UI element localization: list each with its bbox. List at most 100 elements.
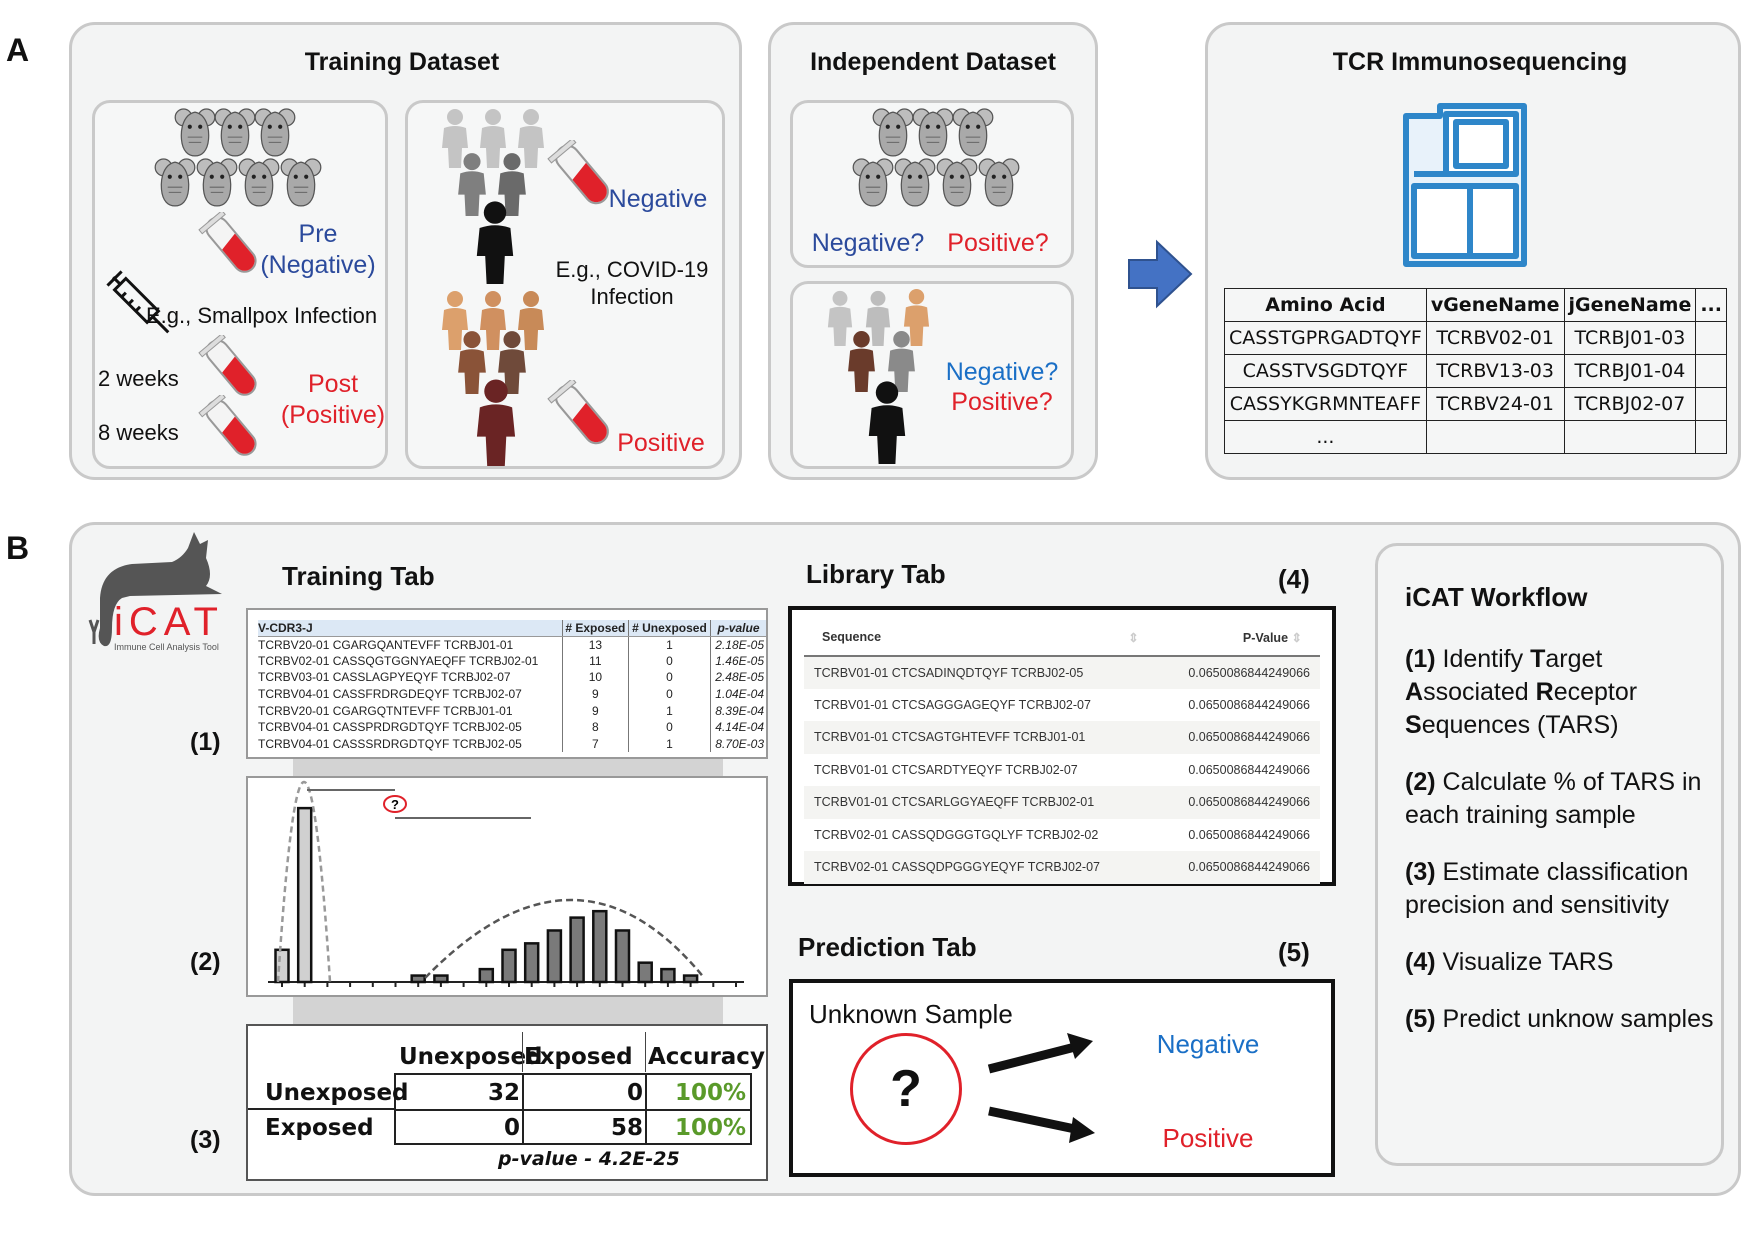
independent-human-positive: Positive? [951,388,1053,416]
sequence-cell: TCRBV01-01 CTCSAGTGHTEVFF TCRBJ01-01 [804,721,1157,754]
accuracy-value: 100% [674,1080,746,1106]
sort-icon[interactable]: ⇕ [1128,631,1139,645]
accuracy-value: 100% [674,1115,746,1141]
tcr-title: TCR Immunosequencing [1332,48,1628,76]
workflow-step-text: T [1530,645,1546,673]
table-cell: 1 [627,636,711,653]
prediction-positive: Positive [1162,1123,1254,1153]
independent-human-negative: Negative? [945,358,1059,386]
table-cell: TCRBV20-01 CGARGQTNTEVFF TCRBJ01-01 [258,703,513,718]
workflow-step-text: Identify [1435,645,1531,673]
independent-dataset-title: Independent Dataset [810,48,1056,76]
sequence-header-label: Sequence [822,630,882,644]
two-weeks-label: 2 weeks [98,366,179,391]
logo-text: iCAT [114,600,224,644]
workflow-step-text: Calculate % of TARS in each training sam… [1405,768,1702,829]
tars-column-header: # Exposed [561,620,629,637]
bar-exposed [569,916,585,984]
mouse-training-box [92,100,388,469]
workflow-step-text: (5) [1405,1005,1436,1033]
workflow-step-text: (1) [1405,645,1436,673]
confusion-matrix: Unexposed Exposed Accuracy Unexposed Exp… [246,1024,768,1181]
panel-label-b: B [6,530,30,566]
bar-exposed [660,967,676,984]
workflow-step-text: eceptor [1553,678,1638,706]
table-cell: TCRBJ01-04 [1563,354,1697,388]
step-1-label: (1) [190,728,221,756]
table-cell: CASSTVSGDTQYF [1224,354,1427,388]
table-cell: 0 [627,685,711,703]
post-positive-label: (Positive) [280,401,386,429]
table-cell: 9 [561,685,629,703]
bar-exposed [682,974,699,984]
sort-icon[interactable]: ⇕ [1291,631,1302,645]
panel-label-a: A [6,32,30,68]
pre-label: Pre [298,220,338,248]
smallpox-infection-label: E.g., Smallpox Infection [146,303,378,328]
workflow-step-text: Predict unknow samples [1435,1005,1714,1033]
workflow-title: iCAT Workflow [1405,582,1588,612]
exposed-fit-curve [424,898,706,979]
table-cell: TCRBV04-01 CASSPRDRGDTQYF TCRBJ02-05 [258,720,522,735]
table-cell: 8.39E-04 [709,702,766,719]
cell-value: 0 [503,1115,520,1141]
workflow-step: (3) Estimate classification precision an… [1405,856,1715,922]
table-cell: 1.46E-05 [709,652,766,670]
bar-unexposed [296,806,313,984]
workflow-step-text: ssociated [1423,678,1536,706]
prediction-negative: Negative [1156,1029,1260,1059]
workflow-step-text: (3) [1405,858,1436,886]
table-cell: 2.48E-05 [709,669,766,686]
sequence-column-header[interactable]: Sequence ⇕ [804,620,1157,657]
threshold-question-icon [383,795,407,813]
training-tab-title: Training Tab [282,561,435,591]
table-cell: 4.14E-04 [709,718,766,736]
library-tab-title: Library Tab [806,559,946,589]
workflow-step-text: A [1405,678,1424,706]
sequence-cell: TCRBV02-01 CASSQDGGGTGQLYF TCRBJ02-02 [814,827,1099,842]
bar-exposed [501,948,517,984]
bar-exposed [433,974,449,984]
table-cell: TCRBV20-01 CGARGQANTEVFF TCRBJ01-01 [258,637,514,652]
workflow-step-text: Estimate classification precision and se… [1405,858,1689,919]
step-2-label: (2) [190,948,221,976]
covid-label: E.g., COVID-19 [555,257,709,282]
table-cell: TCRBV24-01 [1425,387,1565,421]
table-cell: TCRBV02-01 [1425,321,1565,355]
table-cell: 2.18E-05 [709,636,766,653]
cell-value: 58 [610,1115,643,1141]
arrow-icon [987,1033,1093,1074]
syringe-icon [106,270,170,334]
workflow-step: (1) Identify Target Associated Receptor … [1405,643,1715,742]
table-cell: TCRBV04-01 CASSSRDRGDTQYF TCRBJ02-05 [258,736,522,751]
workflow-step-text: equences (TARS) [1421,711,1619,739]
tars-column-header: V-CDR3-J [258,620,563,637]
pvalue-column-header[interactable]: P-Value ⇕ [1156,620,1320,657]
table-cell [1563,420,1697,454]
workflow-step-text: S [1405,711,1422,739]
table-cell [1695,387,1727,421]
pvalue-cell: 0.0650086844249066 [1156,721,1320,754]
workflow-step: (5) Predict unknow samples [1405,1003,1715,1036]
sequence-cell: TCRBV01-01 CTCSAGGGAGEQYF TCRBJ02-07 [814,697,1091,712]
table-cell: 9 [561,702,629,719]
pvalue-cell: 0.0650086844249066 [1156,851,1320,884]
col-header-accuracy: Accuracy [648,1044,765,1070]
divider-band [293,759,723,776]
sequence-cell: TCRBV01-01 CTCSADINQDTQYF TCRBJ02-05 [804,656,1157,689]
table-cell: 13 [561,636,629,653]
logo-tagline: Immune Cell Analysis Tool [114,642,219,652]
pvalue-cell: 0.0650086844249066 [1156,786,1320,819]
